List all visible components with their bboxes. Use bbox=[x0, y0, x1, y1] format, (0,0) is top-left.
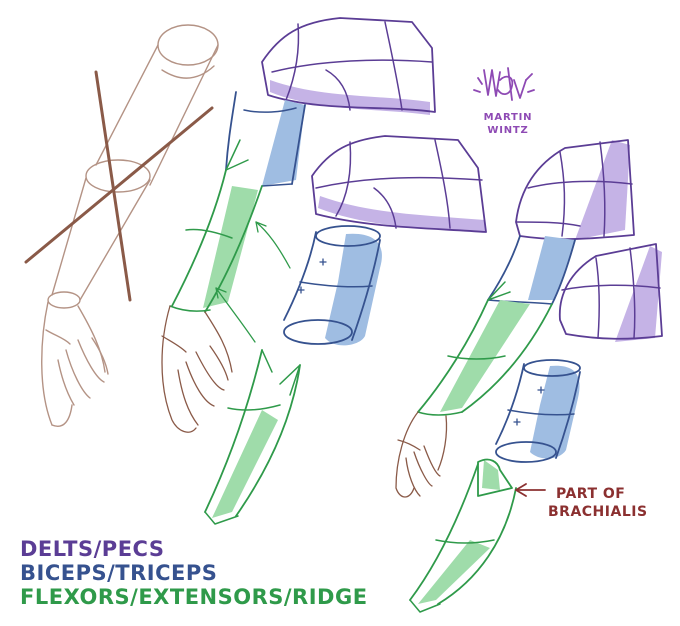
floating-deltoid bbox=[312, 136, 486, 232]
right-biceps bbox=[488, 236, 575, 304]
middle-biceps bbox=[226, 92, 305, 186]
signature-name-line1: MARTIN bbox=[484, 112, 533, 123]
right-deltoid bbox=[516, 140, 634, 240]
middle-forearm bbox=[170, 140, 262, 312]
brachialis-pointer-arrow bbox=[516, 484, 545, 496]
signature-logo: MARTIN WINTZ bbox=[474, 68, 534, 136]
right-hand bbox=[396, 412, 447, 497]
signature-name-line2: WINTZ bbox=[487, 125, 528, 136]
middle-deltoid bbox=[262, 18, 435, 115]
right-detached-forearm bbox=[410, 464, 516, 612]
middle-detached-forearm bbox=[205, 350, 300, 524]
middle-arm bbox=[162, 18, 435, 524]
right-floating-biceps bbox=[496, 360, 580, 462]
right-floating-deltoid bbox=[560, 244, 662, 342]
legend-flexors: FLEXORS/EXTENSORS/RIDGE bbox=[20, 585, 368, 609]
brachialis-highlight bbox=[478, 460, 512, 496]
legend-biceps: BICEPS/TRICEPS bbox=[20, 561, 217, 585]
legend-delts: DELTS/PECS bbox=[20, 537, 164, 561]
annotation-line1: PART OF bbox=[556, 486, 625, 502]
annotation-line2: BRACHIALIS bbox=[548, 504, 648, 520]
legend: DELTS/PECS BICEPS/TRICEPS FLEXORS/EXTENS… bbox=[20, 537, 368, 609]
floating-biceps-cylinder bbox=[284, 226, 382, 345]
guide-lines bbox=[26, 72, 212, 300]
middle-hand bbox=[162, 306, 232, 432]
